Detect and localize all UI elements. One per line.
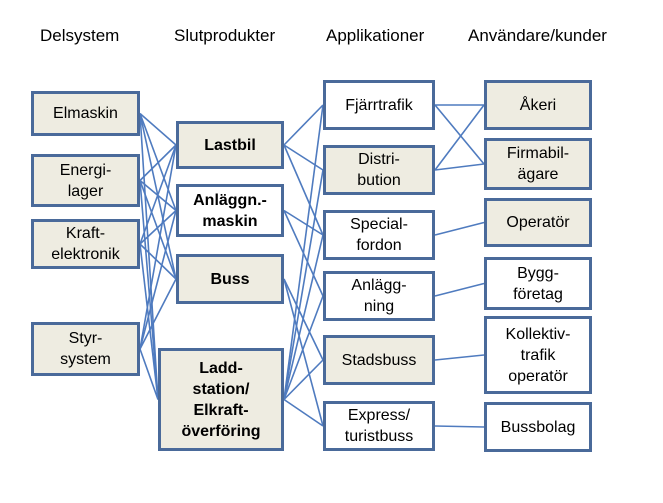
connector-s3-a5	[283, 398, 324, 427]
connector-s0-a1	[283, 144, 324, 171]
connector-a1-u0	[434, 104, 485, 171]
box-styrsystem: Styr- system	[31, 322, 140, 376]
box-kollektivtrafikoperator: Kollektiv- trafik operatör	[484, 316, 592, 394]
connector-d1-s0	[139, 144, 177, 182]
connector-d3-s1	[139, 210, 177, 350]
connector-s2-a5	[283, 278, 324, 427]
connector-s0-a0	[283, 104, 324, 146]
connector-d2-s1	[139, 209, 177, 245]
box-specialfordon: Special- fordon	[323, 210, 435, 260]
box-fjarrtrafik: Fjärrtrafik	[323, 80, 435, 130]
box-stadsbuss: Stadsbuss	[323, 335, 435, 385]
box-energilager: Energi- lager	[31, 154, 140, 207]
connector-s3-a3	[283, 295, 324, 400]
box-akeri: Åkeri	[484, 80, 592, 130]
connector-a2-u2	[434, 221, 485, 236]
box-anlaggning: Anlägg- ning	[323, 271, 435, 321]
connector-a1-u1	[434, 163, 485, 171]
connector-d0-s0	[139, 112, 177, 146]
box-kraftelektronik: Kraft- elektronik	[31, 219, 140, 269]
header-delsystem: Delsystem	[40, 26, 120, 45]
connector-d1-s2	[139, 180, 177, 280]
connector-a4-u4	[434, 354, 485, 361]
connector-s3-a4	[283, 359, 324, 401]
box-byggforetag: Bygg- företag	[484, 257, 592, 310]
connector-s3-a1	[283, 169, 324, 400]
connector-a3-u3	[434, 282, 485, 297]
connector-s1-a2	[283, 209, 324, 236]
connector-d3-s0	[139, 144, 177, 350]
connector-s0-a2	[283, 144, 324, 236]
box-lastbil: Lastbil	[176, 121, 284, 169]
box-elmaskin: Elmaskin	[31, 91, 140, 136]
connector-d3-s2	[139, 278, 177, 350]
connector-d3-s3	[139, 348, 159, 400]
connector-d1-s3	[139, 180, 159, 400]
box-bussbolag: Bussbolag	[484, 402, 592, 452]
header-anvandare: Användare/kunder	[468, 26, 607, 45]
box-operator: Operatör	[484, 198, 592, 247]
box-buss: Buss	[176, 254, 284, 304]
connector-d2-s0	[139, 144, 177, 245]
connector-d2-s3	[139, 243, 159, 400]
connector-d0-s3	[139, 113, 159, 400]
connector-a0-u1	[434, 104, 485, 165]
box-firmabilagare: Firmabil- ägare	[484, 138, 592, 190]
connector-s3-a0	[283, 104, 324, 400]
box-laddstation: Ladd- station/ Elkraft- överföring	[158, 348, 284, 451]
header-applikationer: Applikationer	[326, 26, 425, 45]
connector-a5-u5	[434, 425, 485, 428]
connector-s3-a2	[283, 234, 324, 400]
header-slutprodukter: Slutprodukter	[174, 26, 276, 45]
box-express-turistbuss: Express/ turistbuss	[323, 401, 435, 451]
box-anlaggningsmaskin: Anläggn.- maskin	[176, 184, 284, 237]
connector-d2-s2	[139, 243, 177, 280]
box-distribution: Distri- bution	[323, 145, 435, 195]
